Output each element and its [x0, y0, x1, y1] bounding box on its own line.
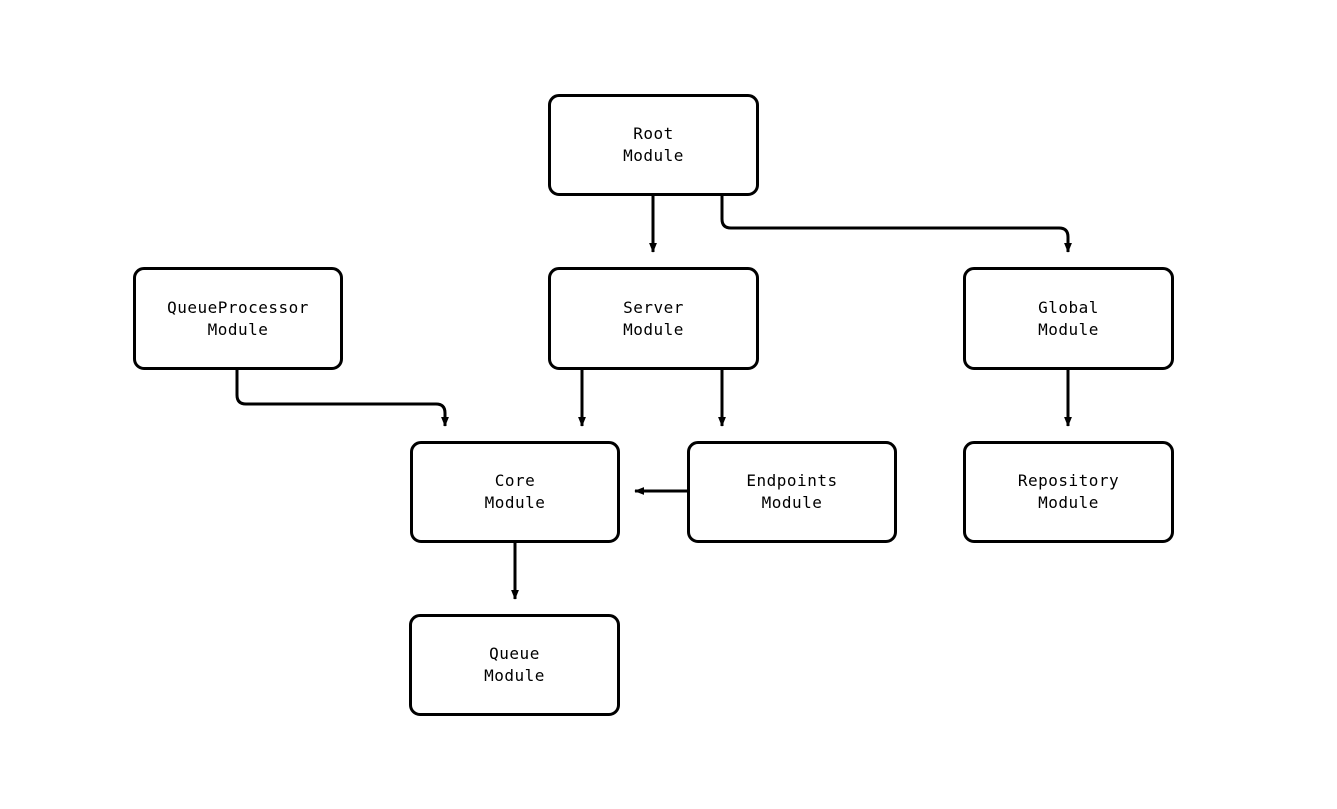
node-repository-module-label: Repository Module: [1017, 471, 1120, 512]
edge-queueprocessor-core: [235, 370, 449, 427]
node-root-module-label: Root Module: [623, 124, 684, 165]
node-queueprocessor-module-label: QueueProcessor Module: [167, 297, 309, 339]
node-queue-module[interactable]: Queue Module: [409, 614, 620, 716]
node-endpoints-module[interactable]: Endpoints Module: [687, 441, 897, 543]
node-queue-module-label: Queue Module: [484, 644, 545, 685]
node-core-module-label: Core Module: [484, 471, 546, 512]
node-repository-module[interactable]: Repository Module: [963, 441, 1174, 543]
edge-root-global: [720, 196, 1072, 253]
node-root-module[interactable]: Root Module: [548, 94, 759, 196]
node-endpoints-module-label: Endpoints Module: [746, 471, 838, 512]
node-global-module[interactable]: Global Module: [963, 267, 1174, 370]
node-core-module[interactable]: Core Module: [410, 441, 620, 543]
node-global-module-label: Global Module: [1038, 297, 1099, 339]
node-queueprocessor-module[interactable]: QueueProcessor Module: [133, 267, 343, 370]
node-server-module[interactable]: Server Module: [548, 267, 759, 370]
node-server-module-label: Server Module: [623, 297, 684, 339]
